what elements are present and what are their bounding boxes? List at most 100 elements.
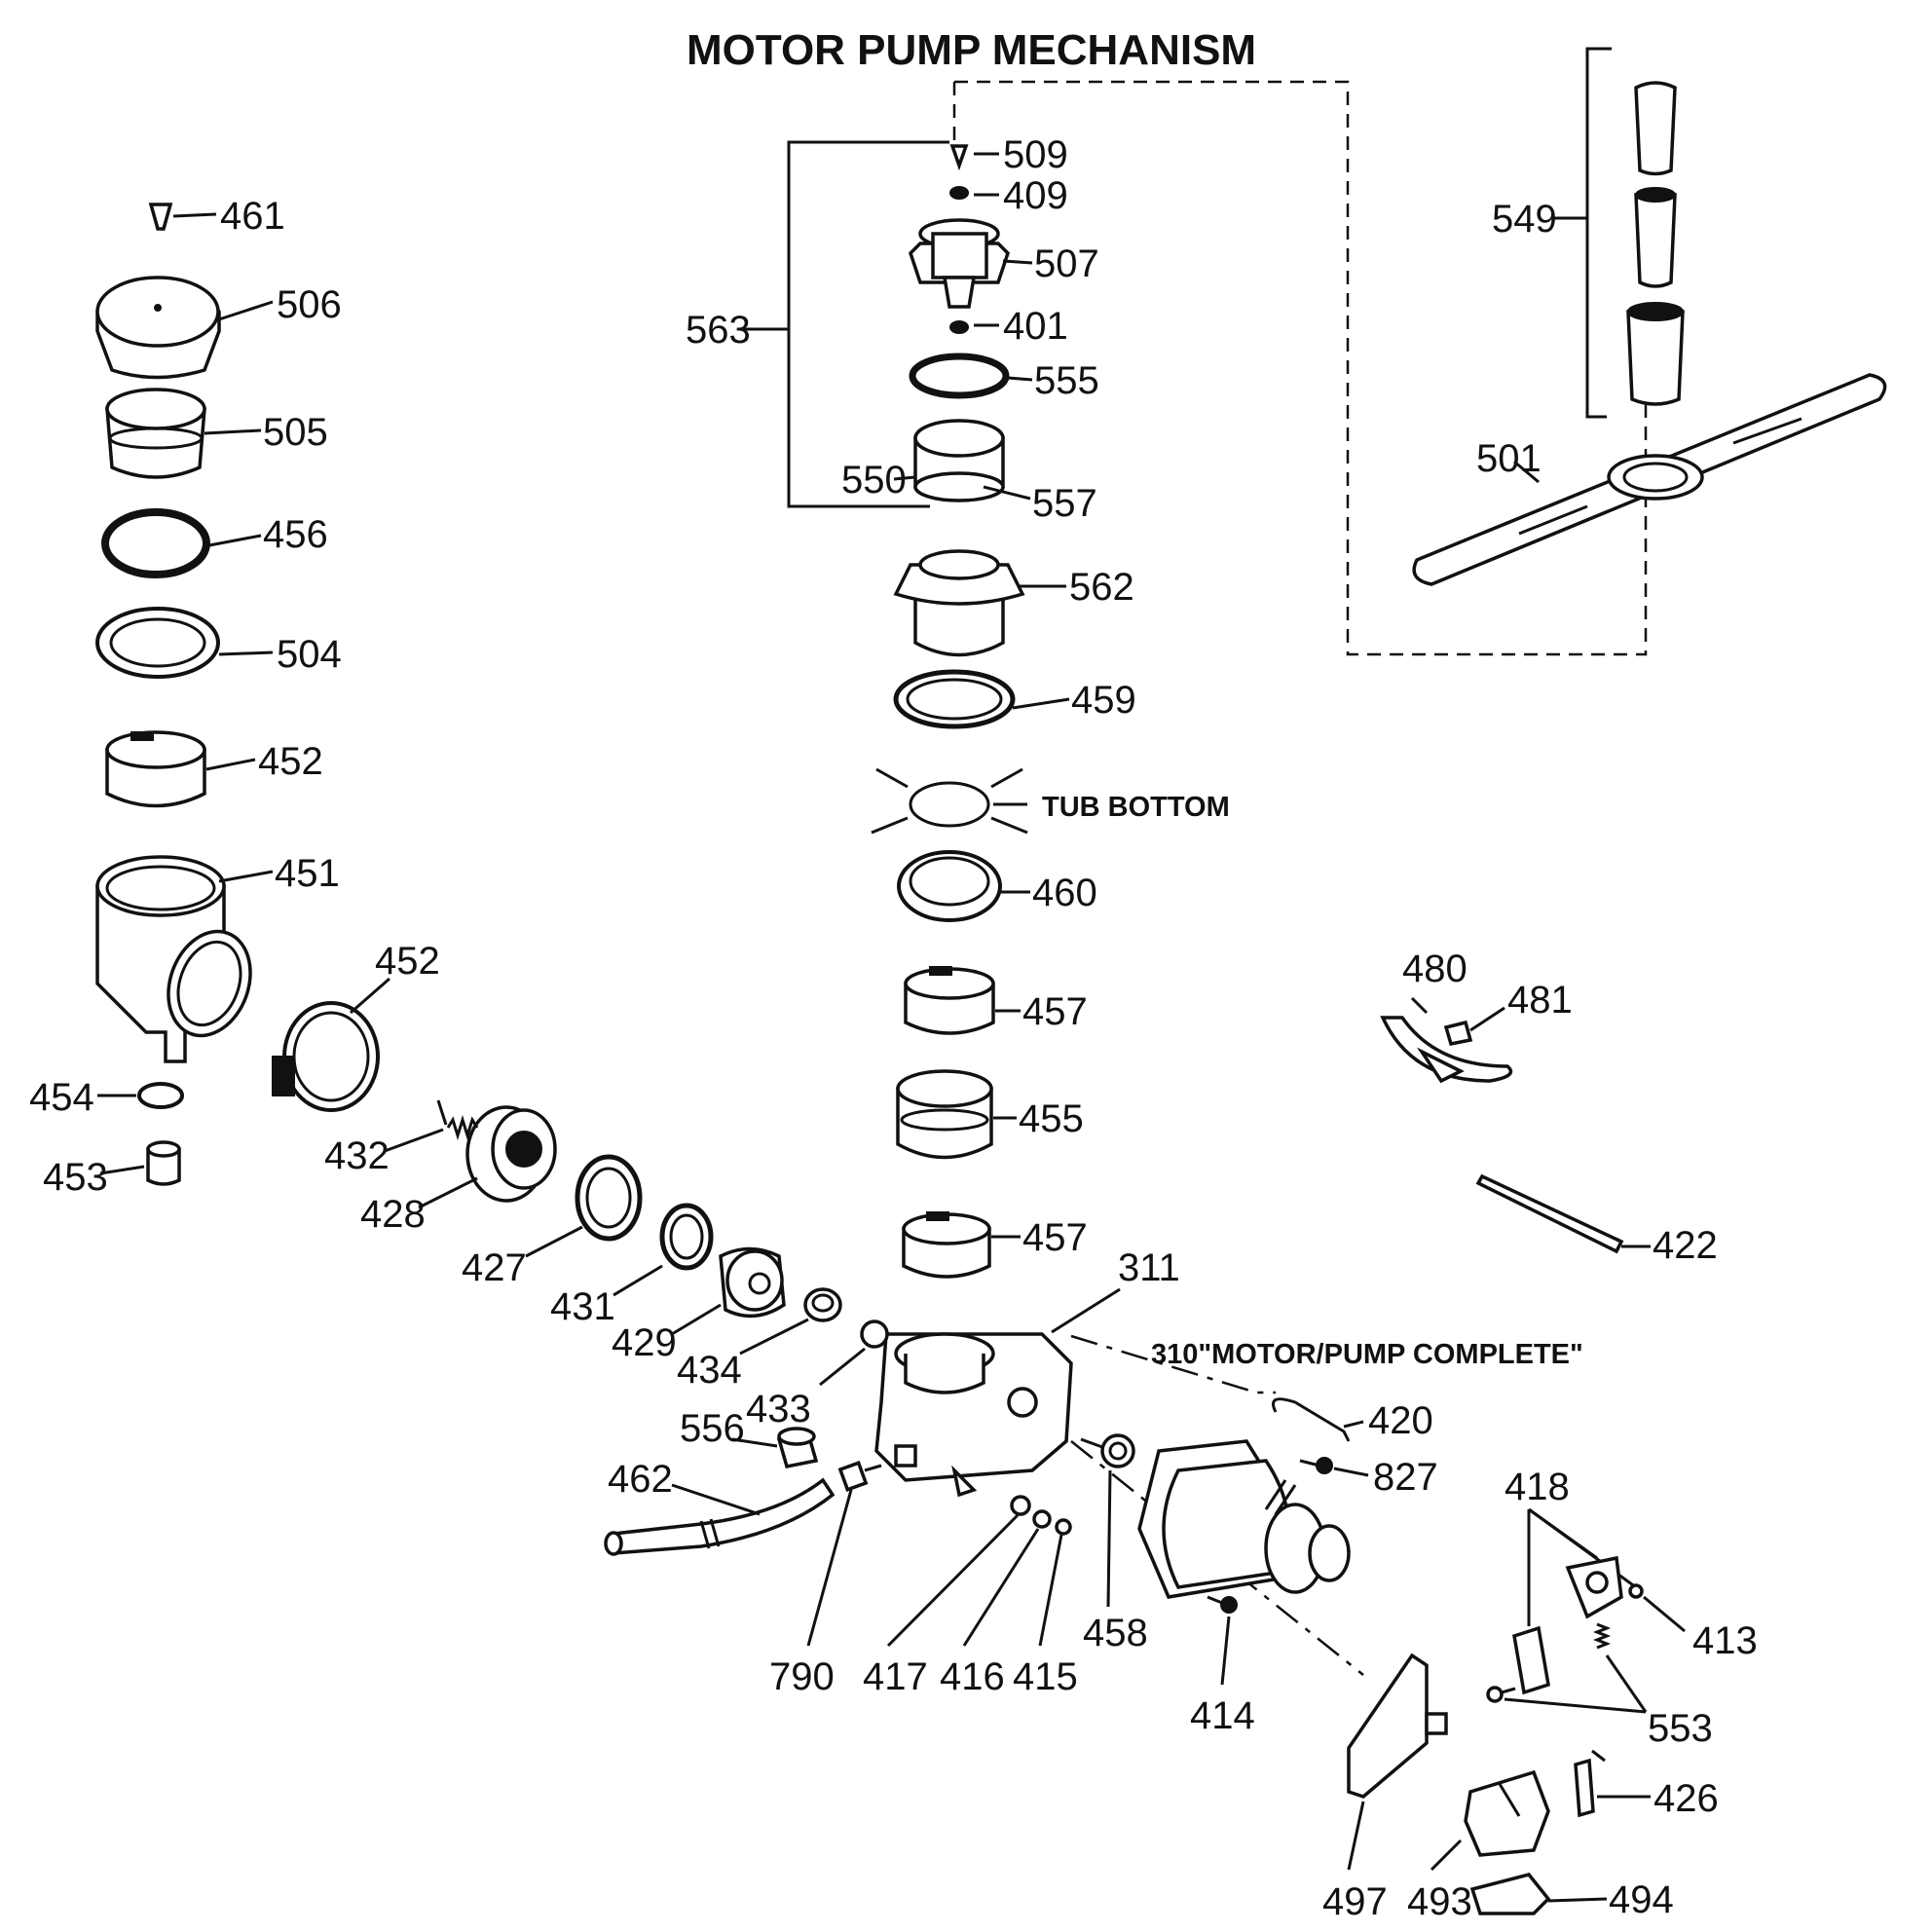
part-401-seal: [949, 320, 969, 334]
leader-462: [671, 1483, 761, 1516]
part-457-clamp-upper: [904, 966, 995, 1035]
label-507: 507: [1034, 242, 1099, 285]
label-480: 480: [1402, 947, 1468, 990]
part-459-gasket: [893, 669, 1016, 729]
leader-493: [1430, 1839, 1463, 1872]
leader-505: [204, 428, 262, 435]
leader-417: [886, 1513, 1020, 1648]
label-414: 414: [1190, 1694, 1255, 1737]
leader-556: [731, 1437, 778, 1448]
part-452-clamp-angled: [272, 1001, 380, 1112]
label-563: 563: [686, 309, 751, 352]
part-493-switch: [1464, 1769, 1550, 1857]
part-455-connector: [896, 1069, 993, 1160]
part-504-ring-nut: [95, 607, 220, 679]
label-504: 504: [277, 633, 342, 676]
leader-497: [1347, 1801, 1365, 1871]
leader-790: [806, 1489, 853, 1647]
part-550-impeller: [913, 419, 1005, 502]
tub-bottom-symbol: [871, 767, 1028, 835]
leader-413: [1643, 1595, 1686, 1633]
leader-481: [1469, 1006, 1505, 1032]
label-427: 427: [462, 1246, 527, 1289]
part-456-gasket: [101, 508, 210, 578]
part-415-nut: [1055, 1518, 1072, 1536]
leader-504: [218, 650, 274, 656]
label-493: 493: [1407, 1880, 1472, 1923]
label-553: 553: [1648, 1707, 1713, 1750]
part-451-sump: [95, 855, 252, 1063]
part-457-clamp-lower: [902, 1211, 991, 1279]
leader-428: [418, 1176, 478, 1209]
part-416-washer: [1032, 1509, 1052, 1529]
label-556: 556: [680, 1407, 745, 1450]
label-426: 426: [1653, 1777, 1719, 1820]
part-431-ring: [659, 1203, 714, 1271]
label-509: 509: [1003, 133, 1068, 176]
label-432: 432: [324, 1134, 390, 1177]
leader-501: [1513, 460, 1540, 484]
leader-480: [1410, 996, 1429, 1015]
part-460-nut: [897, 850, 1002, 922]
label-481: 481: [1507, 979, 1573, 1022]
leader-553-a: [1605, 1654, 1648, 1713]
label-456: 456: [263, 513, 328, 556]
part-409-nut: [949, 186, 969, 200]
leader-415: [1038, 1534, 1063, 1647]
part-414-screw: [1207, 1595, 1238, 1614]
label-453: 453: [43, 1156, 108, 1199]
leader-429: [671, 1303, 722, 1336]
label-555: 555: [1034, 359, 1099, 402]
part-420-wire: [1272, 1397, 1351, 1442]
label-458: 458: [1083, 1612, 1148, 1654]
label-459: 459: [1071, 679, 1136, 722]
leader-557: [983, 485, 1031, 501]
leader-507: [1002, 259, 1033, 265]
leader-550: [893, 475, 916, 481]
part-506-cover: [95, 276, 221, 380]
part-418-bracket: [1512, 1625, 1550, 1695]
part-422-strap: [1475, 1173, 1624, 1254]
leader-451: [218, 870, 274, 883]
label-452a: 452: [258, 740, 323, 783]
leader-553-b: [1504, 1697, 1647, 1714]
tub-bottom-label: TUB BOTTOM: [1042, 792, 1230, 823]
motor-assembly-outline: [1070, 1334, 1276, 1394]
group-bracket-563: [787, 140, 949, 508]
part-494-cover: [1469, 1873, 1551, 1915]
label-452b: 452: [375, 940, 440, 983]
part-827-screw: [1299, 1457, 1333, 1474]
spray-arm-group-outline: [954, 80, 1648, 656]
label-462: 462: [608, 1458, 673, 1501]
part-417-washer: [1010, 1495, 1031, 1516]
part-427-seal-ring: [575, 1154, 643, 1242]
part-562-filter-housing: [893, 549, 1025, 657]
part-461-screw: [148, 203, 173, 231]
leader-420: [1343, 1420, 1364, 1429]
label-501: 501: [1476, 437, 1542, 480]
part-507-housing: [908, 218, 1011, 309]
part-motor: [1137, 1439, 1351, 1599]
part-452-clamp-left: [105, 730, 206, 808]
part-556-cap: [776, 1427, 819, 1469]
label-497: 497: [1322, 1880, 1388, 1923]
part-459-inner: [906, 678, 1003, 721]
part-497-mounting-bracket: [1347, 1653, 1448, 1799]
leader-494: [1547, 1897, 1608, 1903]
part-413-clip: [1628, 1583, 1644, 1599]
part-433-bearing: [860, 1319, 889, 1349]
label-460: 460: [1032, 872, 1097, 914]
label-311: 311: [1118, 1246, 1180, 1289]
label-505: 505: [263, 411, 328, 454]
part-555-ring: [909, 353, 1010, 399]
label-409: 409: [1003, 174, 1068, 217]
leader-432: [384, 1128, 444, 1153]
leader-452b: [350, 977, 390, 1015]
part-462-drain-hose: [604, 1477, 836, 1556]
label-433: 433: [746, 1388, 811, 1430]
label-428: 428: [360, 1193, 426, 1236]
part-509-screw: [949, 144, 969, 171]
leader-427: [525, 1225, 583, 1258]
label-506: 506: [277, 283, 342, 326]
